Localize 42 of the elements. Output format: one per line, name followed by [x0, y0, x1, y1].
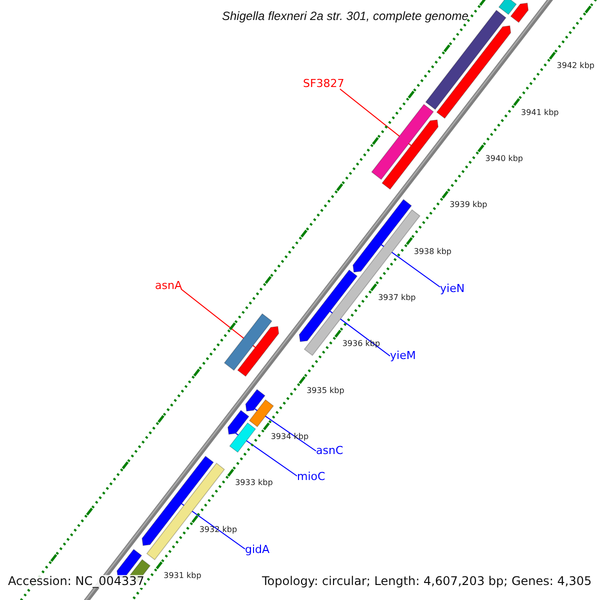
- gene-label: yieN: [440, 283, 465, 296]
- tick-label: 3937 kbp: [378, 294, 416, 303]
- gene-segment: [229, 422, 256, 453]
- gene-label: asnC: [316, 445, 344, 458]
- leader-line: [181, 503, 246, 550]
- tick-label: 3940 kbp: [485, 155, 523, 164]
- gene-feature: [237, 326, 280, 377]
- gene-label: mioC: [297, 471, 326, 484]
- leader-line: [380, 244, 440, 288]
- title: Shigella flexneri 2a str. 301, complete genome: [222, 10, 468, 24]
- gene-segment: [146, 462, 225, 560]
- accession-text: Accession: NC_004337: [8, 575, 144, 588]
- gene-segment: [248, 399, 274, 428]
- gene-feature: [510, 2, 529, 23]
- leader-line: [330, 310, 390, 356]
- tick-label: 3931 kbp: [164, 572, 202, 581]
- gene-feature: [227, 410, 250, 435]
- tick-label: 3938 kbp: [414, 248, 452, 257]
- gene-segment: [425, 10, 506, 110]
- gene-label: asnA: [155, 280, 182, 292]
- tick-label: 3935 kbp: [306, 386, 344, 396]
- gene-segment: [371, 104, 434, 180]
- leader-line: [235, 432, 298, 476]
- gene-feature: [245, 388, 266, 412]
- gene-segment: [224, 313, 272, 371]
- tick-label: 3933 kbp: [235, 479, 273, 488]
- gene-feature: [382, 119, 439, 190]
- tick-label: 3934 kbp: [270, 433, 309, 442]
- leader-line: [180, 288, 256, 348]
- gene-feature: [436, 25, 512, 119]
- gene-label: yieM: [390, 350, 416, 362]
- gene-label: gidA: [245, 544, 270, 556]
- tick-label: 3939 kbp: [450, 201, 488, 210]
- tick-label: 3932 kbp: [199, 526, 238, 535]
- gene-feature: [352, 198, 412, 273]
- leader-line: [254, 408, 316, 452]
- genome-info-text: Topology: circular; Length: 4,607,203 bp; Genes: 4,305: [262, 575, 592, 588]
- gene-segment: [498, 0, 517, 15]
- gene-label: SF3827: [303, 78, 344, 90]
- tick-label: 3941 kbp: [521, 108, 559, 118]
- tick-label: 3942 kbp: [556, 62, 594, 72]
- leader-line: [340, 88, 412, 146]
